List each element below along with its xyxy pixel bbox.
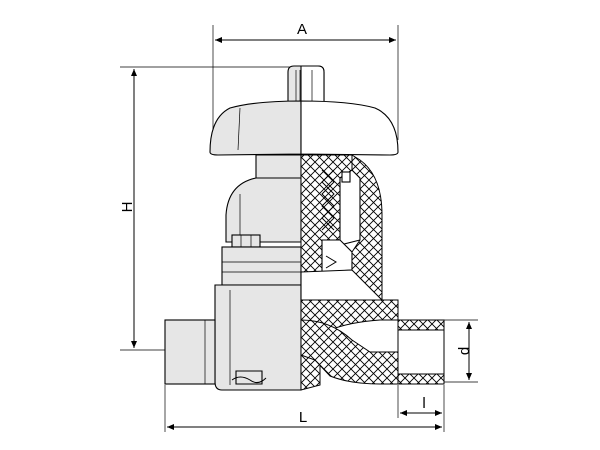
handwheel-section [300,100,399,156]
dimension-h: H [119,66,292,351]
handwheel [209,100,302,156]
valve-section-view [300,65,445,391]
dimension-label-a: A [297,21,307,38]
dimension-l-socket: l [397,385,442,418]
outlet-wall-top [397,319,445,331]
dimension-label-l-socket: l [422,395,425,412]
bottom-screw [235,370,263,385]
bonnet-hatch [351,154,383,301]
dimension-label-d: d [456,347,473,355]
outlet-wall-bottom [397,373,445,385]
dimension-label-l: L [299,409,307,426]
bonnet-neck [255,154,302,179]
bonnet [225,177,302,243]
dimension-a: A [212,21,399,140]
dimension-d: d [444,319,478,383]
body-flange [221,246,302,286]
bolt-head [231,234,261,248]
valve-exterior-view [164,65,325,391]
left-socket [164,319,216,385]
body-hatch-flow [300,319,399,385]
dimension-l: L [164,385,445,432]
dimension-label-h: H [119,202,136,213]
